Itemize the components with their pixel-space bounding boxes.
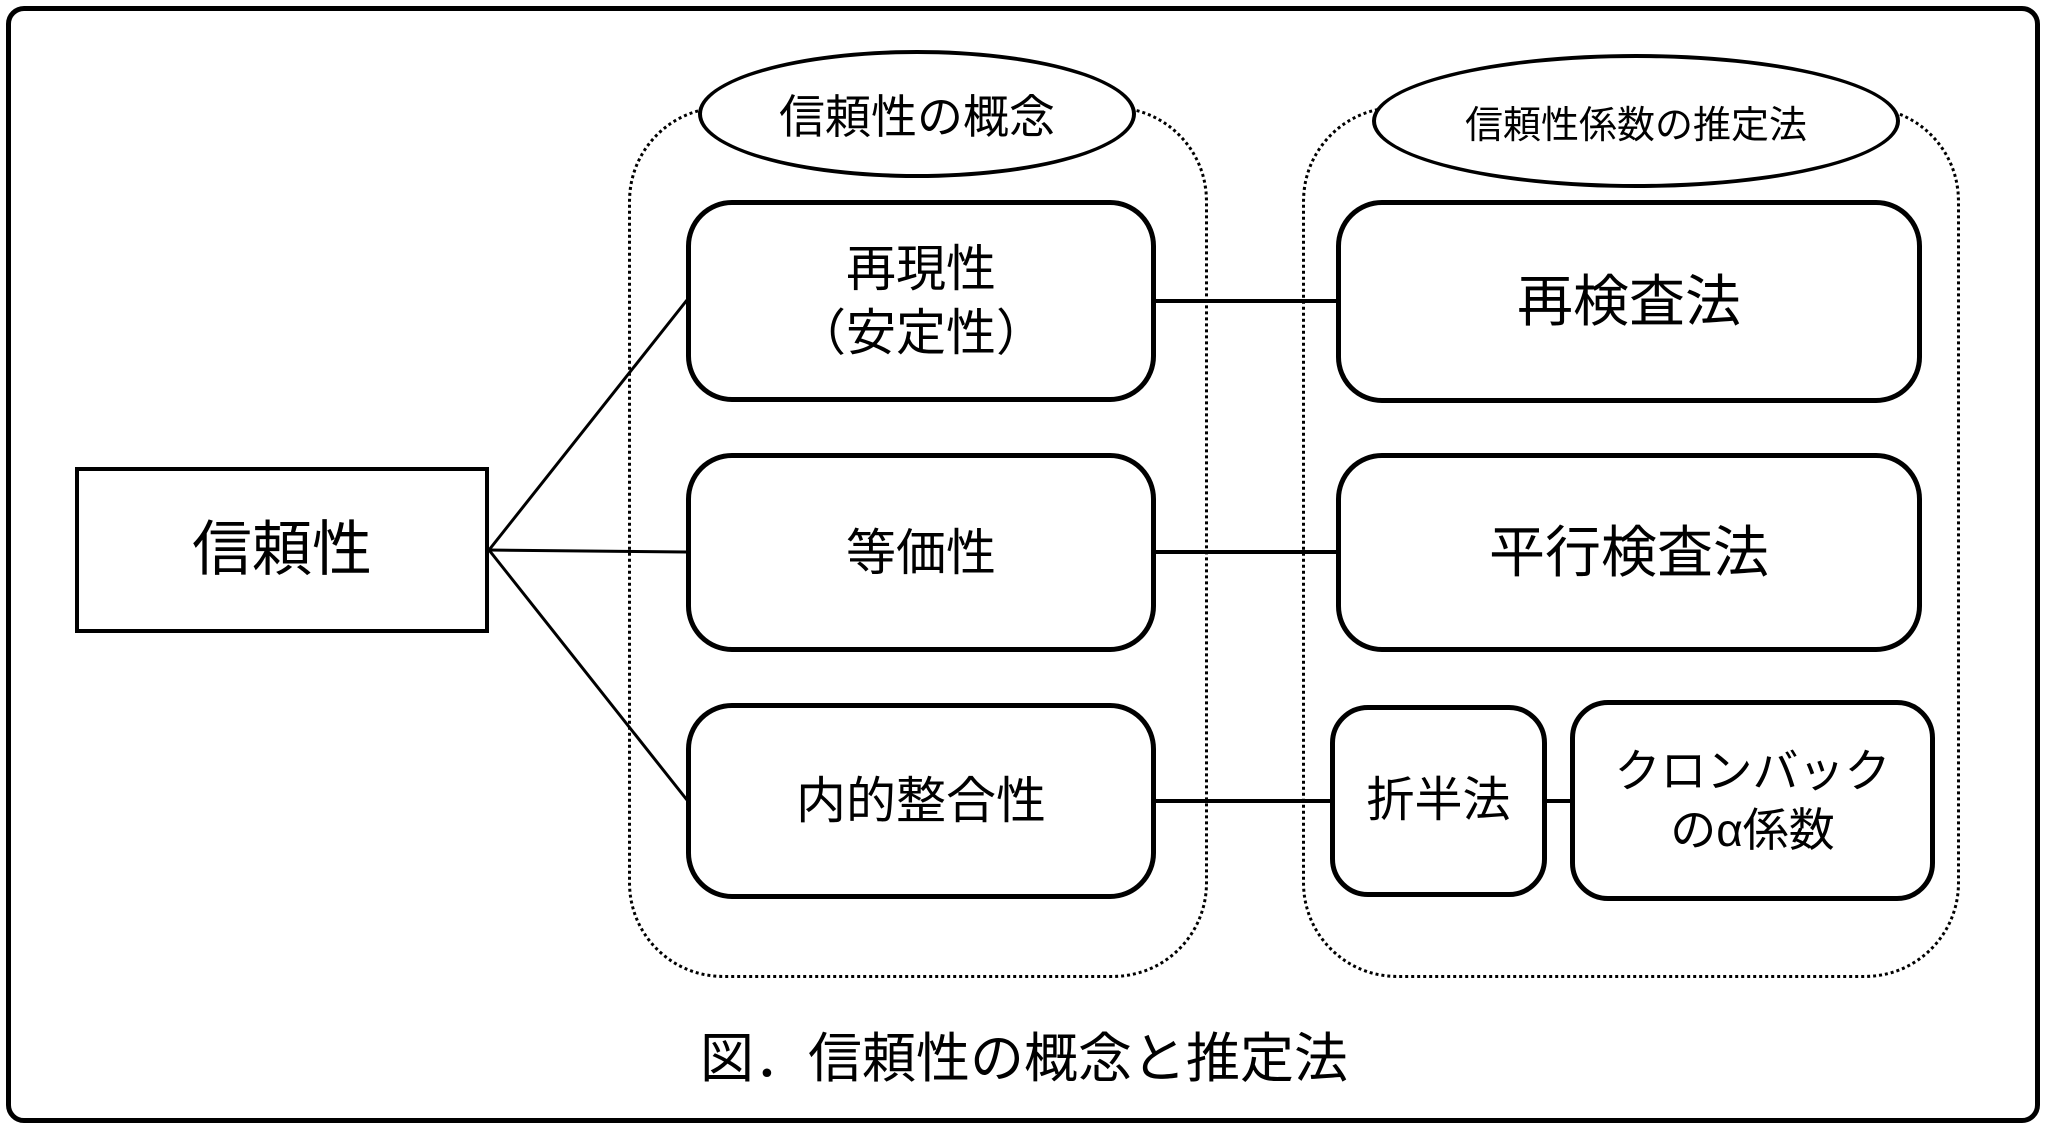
outer-frame — [6, 6, 2040, 1123]
node-cronbach-alpha-sublabel: のα係数 — [1670, 803, 1835, 856]
connector-root-reproducibility — [487, 299, 689, 551]
node-split-half: 折半法 — [1330, 705, 1547, 897]
node-equivalence: 等価性 — [686, 453, 1156, 652]
connector-root-internal-consistency — [487, 549, 689, 801]
node-cronbach-alpha-label: クロンバック — [1614, 744, 1891, 797]
node-reproducibility-sublabel: （安定性） — [796, 305, 1046, 361]
node-split-half-label: 折半法 — [1366, 774, 1511, 828]
node-cronbach-alpha: クロンバック のα係数 — [1570, 700, 1935, 901]
node-parallel-test: 平行検査法 — [1336, 453, 1922, 652]
node-reproducibility: 再現性 （安定性） — [686, 200, 1156, 402]
node-test-retest-label: 再検査法 — [1517, 269, 1741, 333]
method-group-label-ellipse: 信頼性係数の推定法 — [1372, 54, 1900, 188]
node-parallel-test-label: 平行検査法 — [1489, 520, 1769, 584]
node-internal-consistency-label: 内的整合性 — [796, 773, 1046, 829]
concept-group-title: 信頼性の概念 — [779, 91, 1055, 143]
connector-root-equivalence — [488, 548, 687, 554]
node-reliability-label: 信頼性 — [192, 515, 372, 583]
node-test-retest: 再検査法 — [1336, 200, 1922, 403]
concept-group-label-ellipse: 信頼性の概念 — [698, 50, 1136, 178]
method-group-title: 信頼性係数の推定法 — [1464, 104, 1807, 147]
node-reproducibility-label: 再現性 — [846, 241, 996, 297]
node-reliability: 信頼性 — [75, 467, 489, 633]
figure-caption: 図．信頼性の概念と推定法 — [700, 1029, 1348, 1089]
node-equivalence-label: 等価性 — [846, 524, 996, 581]
node-internal-consistency: 内的整合性 — [686, 703, 1156, 899]
